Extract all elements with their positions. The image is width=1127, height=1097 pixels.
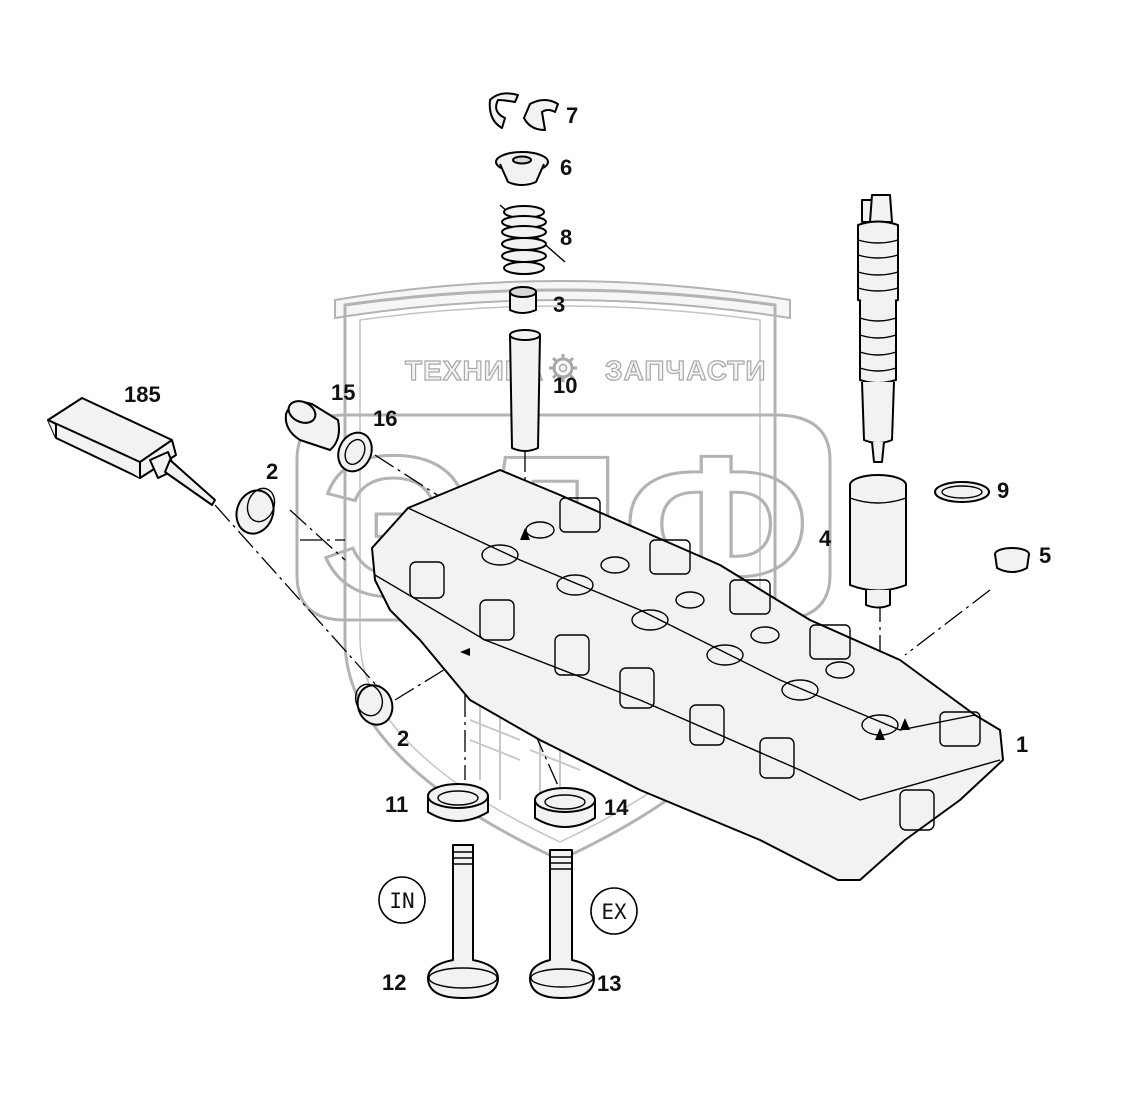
callouts: 7 6 8 3 10 185 15 16 2 9 4 5 2 1 11 14 1… bbox=[124, 103, 1051, 996]
injector-sleeve bbox=[849, 474, 907, 609]
callout-4: 4 bbox=[819, 526, 832, 551]
callout-2-lower: 2 bbox=[397, 726, 409, 751]
intake-valve bbox=[427, 844, 499, 999]
injector-cup bbox=[994, 547, 1030, 573]
exhaust-valve-seat bbox=[534, 787, 596, 828]
callout-13: 13 bbox=[597, 971, 621, 996]
injector-o-ring bbox=[934, 481, 990, 503]
callout-7: 7 bbox=[566, 103, 578, 128]
cup-plug-lower bbox=[354, 683, 394, 726]
callout-6: 6 bbox=[560, 155, 572, 180]
valve-spring-retainer bbox=[495, 151, 549, 186]
watermark-right-text: ЗАПЧАСТИ bbox=[605, 355, 766, 386]
callout-16: 16 bbox=[373, 406, 397, 431]
intake-valve-seat bbox=[427, 783, 489, 822]
callout-5: 5 bbox=[1039, 543, 1051, 568]
callout-1: 1 bbox=[1016, 732, 1028, 757]
callout-10: 10 bbox=[553, 373, 577, 398]
intake-tag-text: IN bbox=[389, 889, 414, 913]
callout-14: 14 bbox=[604, 795, 629, 820]
gear-icon bbox=[549, 354, 577, 382]
plug bbox=[284, 400, 340, 451]
seal-ring bbox=[337, 431, 373, 473]
exhaust-tag: EX bbox=[590, 887, 638, 935]
valve-collets bbox=[488, 92, 559, 131]
fuel-injector bbox=[857, 194, 899, 463]
valve-stem-seal bbox=[509, 286, 537, 314]
sealant-tube bbox=[47, 397, 216, 506]
intake-tag: IN bbox=[378, 876, 426, 924]
callout-3: 3 bbox=[553, 292, 565, 317]
callout-185: 185 bbox=[124, 382, 161, 407]
valve-guide bbox=[509, 329, 541, 452]
callout-9: 9 bbox=[997, 478, 1009, 503]
cylinder-head bbox=[371, 469, 1004, 881]
assembly-lines bbox=[214, 450, 991, 791]
callout-12: 12 bbox=[382, 970, 406, 995]
callout-2-upper: 2 bbox=[266, 459, 278, 484]
callout-11: 11 bbox=[385, 792, 408, 817]
exhaust-valve bbox=[529, 849, 595, 999]
cup-plug-upper bbox=[235, 487, 276, 535]
exhaust-tag-text: EX bbox=[601, 900, 627, 924]
valve-spring bbox=[499, 204, 566, 275]
callout-15: 15 bbox=[331, 380, 355, 405]
callout-8: 8 bbox=[560, 225, 572, 250]
